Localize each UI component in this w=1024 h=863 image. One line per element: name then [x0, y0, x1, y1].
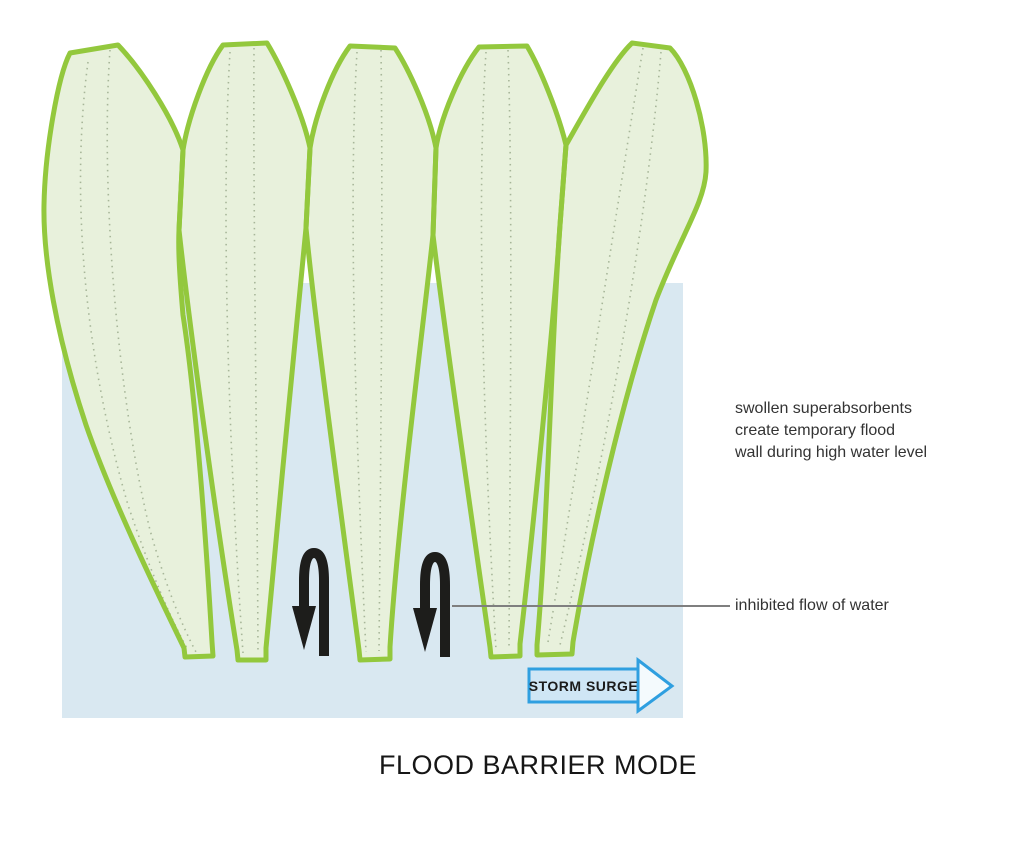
inhibited-flow-arrow-icon [413, 551, 450, 657]
balloon-shape [537, 43, 707, 655]
balloon-shape [43, 45, 213, 657]
storm-surge-arrow-icon [527, 656, 675, 714]
balloon-seams [79, 47, 662, 655]
annotation-inhibited-flow: inhibited flow of water [735, 597, 889, 614]
inhibited-flow-arrow-icon [292, 547, 329, 656]
annotation-swollen-superabsorbents: swollen superabsorbents create temporary… [735, 398, 927, 464]
balloon-shape [306, 46, 436, 660]
diagram-title: FLOOD BARRIER MODE [378, 750, 698, 780]
superabsorbent-barrier [41, 40, 709, 663]
balloon-outline [534, 40, 709, 658]
annotation-line: swollen superabsorbents [735, 400, 912, 417]
annotation-line: create temporary flood [735, 422, 896, 439]
storm-surge-label: STORM SURGE [528, 678, 639, 694]
annotation-line: wall during high water level [735, 444, 928, 461]
